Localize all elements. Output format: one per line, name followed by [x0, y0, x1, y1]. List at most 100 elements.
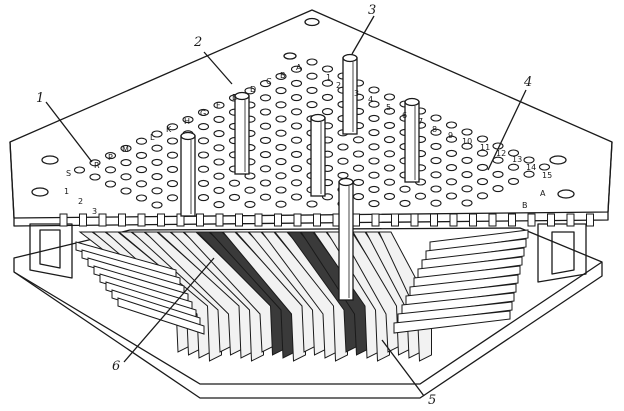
hole: [213, 186, 225, 194]
hole: [430, 157, 442, 165]
hole: [197, 123, 210, 131]
hole: [135, 151, 148, 159]
hole: [383, 121, 396, 129]
hole: [213, 172, 225, 180]
hole: [430, 128, 442, 136]
grid-letter: K: [166, 125, 172, 134]
tooth: [274, 213, 282, 227]
hole: [523, 170, 535, 178]
hole: [244, 172, 256, 180]
left-support: [29, 223, 73, 279]
hole: [445, 192, 458, 200]
side-blade: [409, 274, 519, 298]
hole: [73, 166, 86, 174]
hole: [151, 173, 163, 181]
tooth: [508, 213, 516, 227]
hole: [352, 136, 365, 144]
hole: [290, 136, 303, 144]
callout-4: 4: [523, 75, 532, 90]
hole: [492, 185, 504, 193]
leader-1: [45, 101, 93, 163]
pin: [404, 101, 420, 183]
grid-letter: B: [280, 71, 286, 80]
hole: [290, 165, 303, 173]
hole: [290, 65, 303, 73]
hole: [275, 200, 287, 208]
hole: [476, 149, 489, 157]
grid-number: 1: [64, 187, 69, 196]
hole: [368, 86, 380, 94]
grid-number: 3: [92, 207, 97, 216]
grid-letter: M: [122, 145, 129, 154]
perforated-plate: [9, 9, 613, 227]
hole: [476, 163, 489, 171]
hole: [461, 128, 473, 136]
hole: [461, 171, 473, 179]
hole: [368, 129, 380, 137]
hole: [151, 187, 163, 195]
grid-letter: E: [232, 93, 237, 102]
grid-number: 10: [462, 137, 472, 146]
hole: [383, 107, 396, 115]
grid-number: 7: [418, 117, 423, 126]
tooth: [430, 213, 438, 227]
tooth: [391, 213, 399, 227]
hole: [213, 101, 225, 109]
hole: [461, 185, 473, 193]
tooth: [98, 213, 107, 227]
hole: [213, 158, 225, 166]
tooth: [527, 213, 536, 227]
hole: [104, 166, 117, 174]
hole: [368, 143, 380, 151]
hole: [321, 65, 334, 73]
grid-number: 11: [480, 143, 490, 152]
side-blade: [425, 238, 527, 262]
tooth: [488, 213, 497, 227]
hole: [507, 163, 520, 171]
hole: [259, 94, 272, 102]
callout-3: 3: [368, 3, 376, 18]
hole: [197, 151, 210, 159]
hole: [430, 142, 442, 150]
hole: [290, 179, 303, 187]
hole: [166, 194, 179, 202]
grid-number: 13: [512, 155, 522, 164]
grid-number: 14: [526, 163, 536, 172]
tooth: [313, 213, 321, 227]
grid-letter: S: [66, 169, 71, 178]
hole: [352, 150, 365, 158]
hole: [383, 192, 396, 200]
hole: [321, 193, 334, 201]
hole: [321, 93, 334, 101]
grid-number: 5: [386, 103, 391, 112]
hole: [337, 143, 349, 151]
hole: [445, 178, 458, 186]
hole: [275, 129, 287, 137]
hole: [461, 199, 473, 207]
tooth: [79, 213, 87, 227]
tooth: [235, 213, 243, 227]
grid-letter: P: [108, 153, 113, 162]
hole: [337, 171, 349, 179]
hole: [275, 172, 287, 180]
pin-head: [234, 91, 250, 101]
hole: [507, 149, 520, 157]
hole: [275, 186, 287, 194]
hole: [461, 156, 473, 164]
leader-6: [123, 257, 215, 363]
grid-number: 6: [402, 111, 407, 120]
hole: [275, 101, 287, 109]
hole: [197, 179, 210, 187]
hole: [197, 137, 210, 145]
hole: [383, 178, 396, 186]
grid-letter: A: [540, 189, 546, 198]
hole: [461, 142, 473, 150]
hole: [368, 157, 380, 165]
tooth: [59, 213, 68, 227]
leader-4: [487, 89, 527, 171]
tooth: [254, 213, 263, 227]
hole: [290, 122, 303, 130]
tooth: [586, 213, 594, 227]
grid-number: 8: [432, 125, 437, 134]
